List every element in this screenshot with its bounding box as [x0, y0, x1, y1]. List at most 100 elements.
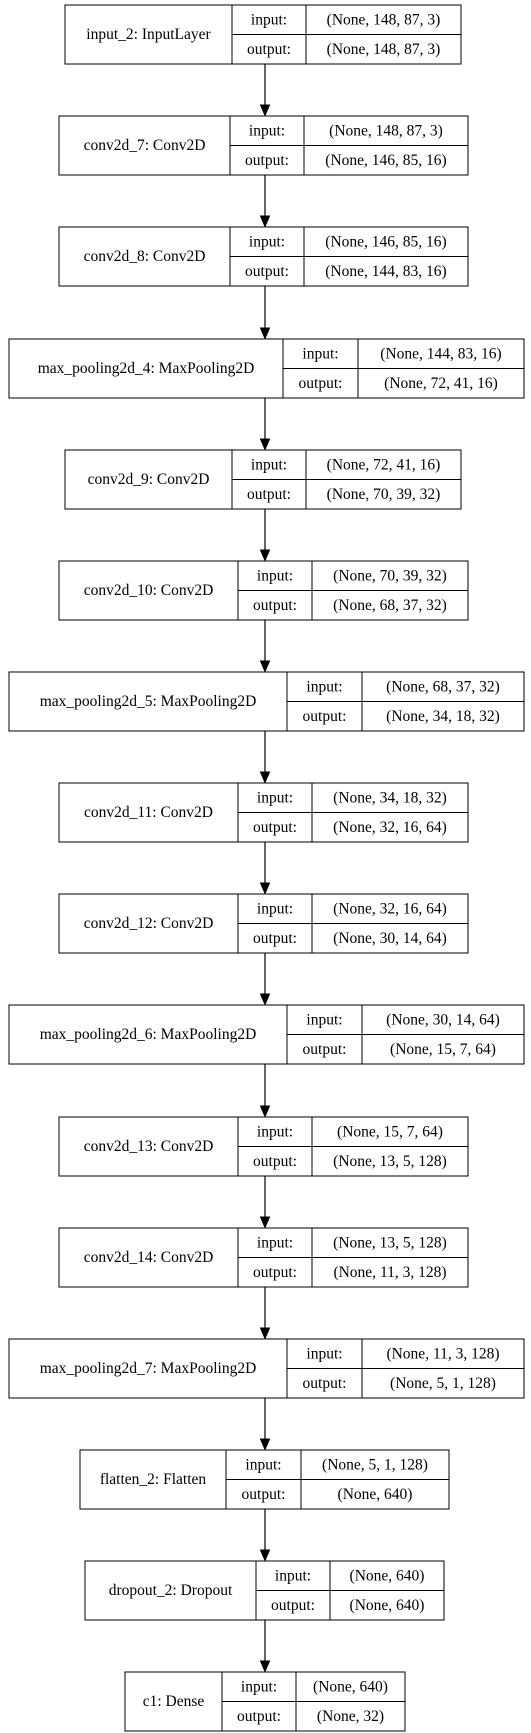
output-label: output:	[271, 1597, 315, 1614]
edge-arrow-conv2d-14	[259, 1287, 271, 1340]
input-label: input:	[251, 11, 287, 28]
output-shape: (None, 640)	[350, 1597, 425, 1614]
output-shape: (None, 144, 83, 16)	[325, 263, 446, 280]
layer-name: conv2d_8: Conv2D	[84, 248, 206, 265]
input-label: input:	[249, 122, 285, 139]
output-label: output:	[303, 1041, 347, 1058]
layer-name: conv2d_11: Conv2D	[84, 804, 213, 821]
arrowhead	[259, 660, 271, 673]
layer-name: max_pooling2d_6: MaxPooling2D	[40, 1026, 257, 1043]
layer-node-input-2: input_2: InputLayer input: output: (None, 1…	[64, 4, 462, 65]
output-label: output:	[299, 375, 343, 392]
output-label: output:	[253, 1153, 297, 1170]
output-label: output:	[237, 1708, 281, 1725]
output-label: output:	[253, 597, 297, 614]
layer-name: c1: Dense	[143, 1693, 205, 1710]
input-shape: (None, 148, 87, 3)	[327, 11, 441, 28]
layer-name: input_2: InputLayer	[86, 26, 211, 43]
arrowhead	[259, 104, 271, 117]
output-shape: (None, 11, 3, 128)	[333, 1264, 446, 1281]
arrowhead	[259, 327, 271, 340]
input-label: input:	[257, 567, 293, 584]
layer-name: dropout_2: Dropout	[109, 1582, 233, 1599]
layer-name: conv2d_14: Conv2D	[84, 1249, 214, 1266]
input-label: input:	[241, 1678, 277, 1695]
output-shape: (None, 30, 14, 64)	[333, 930, 447, 947]
layer-name: conv2d_9: Conv2D	[88, 471, 210, 488]
input-label: input:	[257, 900, 293, 917]
edge-arrow-max-pooling2d-4	[259, 398, 271, 451]
arrowhead	[259, 549, 271, 562]
input-shape: (None, 146, 85, 16)	[325, 233, 446, 250]
layer-node-conv2d-8: conv2d_8: Conv2D input: output: (None, 146,…	[58, 226, 469, 287]
layer-node-max-pooling2d-7: max_pooling2d_7: MaxPooling2D input: outpu…	[8, 1338, 525, 1399]
output-shape: (None, 68, 37, 32)	[333, 597, 447, 614]
input-shape: (None, 30, 14, 64)	[386, 1011, 500, 1028]
output-shape: (None, 34, 18, 32)	[386, 708, 500, 725]
input-label: input:	[306, 1011, 342, 1028]
diagram-nodes: input_2: InputLayer input: output: (None, 1…	[8, 4, 525, 1732]
input-label: input:	[275, 1567, 311, 1584]
layer-name: flatten_2: Flatten	[100, 1471, 207, 1488]
arrowhead	[259, 438, 271, 451]
input-label: input:	[251, 456, 287, 473]
input-shape: (None, 5, 1, 128)	[322, 1456, 428, 1473]
edge-arrow-conv2d-12	[259, 953, 271, 1006]
layer-name: conv2d_12: Conv2D	[84, 915, 214, 932]
input-label: input:	[257, 789, 293, 806]
input-label: input:	[257, 1123, 293, 1140]
arrowhead	[259, 1327, 271, 1340]
input-label: input:	[249, 233, 285, 250]
output-shape: (None, 72, 41, 16)	[384, 375, 498, 392]
input-shape: (None, 640)	[350, 1567, 425, 1584]
arrowhead	[259, 1549, 271, 1562]
layer-name: max_pooling2d_7: MaxPooling2D	[40, 1360, 257, 1377]
input-shape: (None, 15, 7, 64)	[337, 1123, 443, 1140]
input-label: input:	[245, 1456, 281, 1473]
output-label: output:	[247, 486, 291, 503]
layer-node-dropout-2: dropout_2: Dropout input: output: (None, 64…	[84, 1560, 445, 1621]
arrowhead	[259, 1216, 271, 1229]
input-label: input:	[306, 1345, 342, 1362]
output-label: output:	[245, 263, 289, 280]
layer-name: conv2d_10: Conv2D	[84, 582, 214, 599]
output-label: output:	[303, 708, 347, 725]
input-label: input:	[306, 678, 342, 695]
output-shape: (None, 32, 16, 64)	[333, 819, 447, 836]
input-shape: (None, 11, 3, 128)	[386, 1345, 499, 1362]
output-shape: (None, 640)	[338, 1486, 413, 1503]
arrowhead	[259, 771, 271, 784]
output-label: output:	[242, 1486, 286, 1503]
layer-node-conv2d-11: conv2d_11: Conv2D input: output: (None, 34,…	[58, 782, 469, 843]
output-label: output:	[253, 819, 297, 836]
edge-arrow-conv2d-9	[259, 509, 271, 562]
input-shape: (None, 144, 83, 16)	[380, 345, 501, 362]
layer-node-flatten-2: flatten_2: Flatten input: output: (None, 5,…	[79, 1449, 450, 1510]
output-label: output:	[303, 1375, 347, 1392]
input-shape: (None, 34, 18, 32)	[333, 789, 447, 806]
output-label: output:	[247, 41, 291, 58]
output-label: output:	[245, 152, 289, 169]
output-label: output:	[253, 1264, 297, 1281]
output-label: output:	[253, 930, 297, 947]
edge-arrow-conv2d-7	[259, 175, 271, 228]
arrowhead	[259, 215, 271, 228]
output-shape: (None, 70, 39, 32)	[327, 486, 441, 503]
layer-name: conv2d_7: Conv2D	[84, 137, 206, 154]
diagram-edges	[259, 64, 271, 1673]
input-label: input:	[302, 345, 338, 362]
edge-arrow-dropout-2	[259, 1620, 271, 1673]
input-shape: (None, 148, 87, 3)	[329, 122, 443, 139]
output-shape: (None, 15, 7, 64)	[390, 1041, 496, 1058]
layer-name: conv2d_13: Conv2D	[84, 1138, 214, 1155]
layer-node-max-pooling2d-5: max_pooling2d_5: MaxPooling2Dinput:outpu…	[8, 671, 525, 732]
output-shape: (None, 5, 1, 128)	[390, 1375, 496, 1392]
arrowhead	[259, 1438, 271, 1451]
layer-name: max_pooling2d_4: MaxPooling2D	[38, 360, 255, 377]
layer-node-max-pooling2d-6: max_pooling2d_6: MaxPooling2D input: outpu…	[8, 1004, 525, 1065]
